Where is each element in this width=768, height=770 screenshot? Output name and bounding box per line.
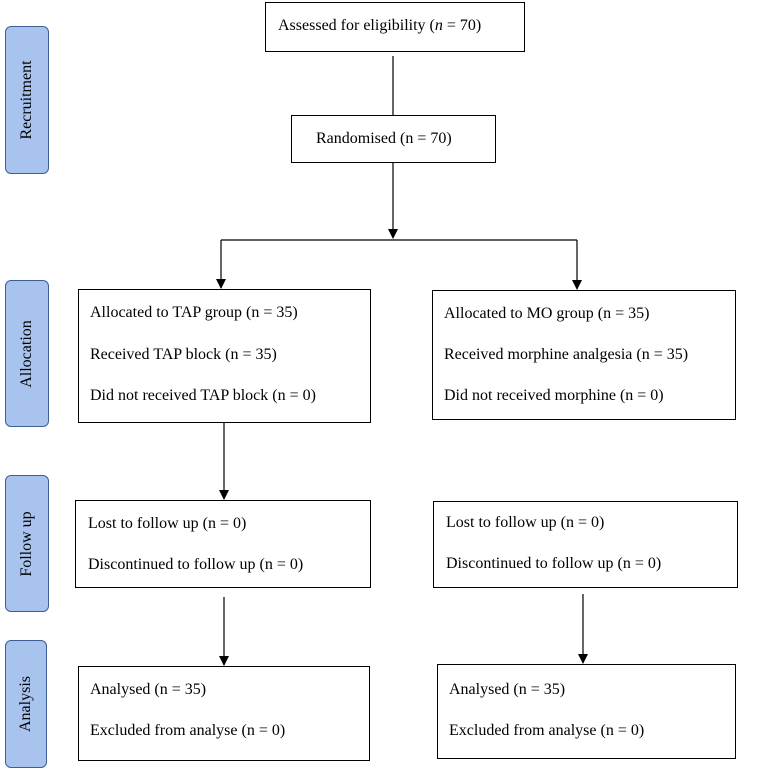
mo-analysis-box: Analysed (n = 35) Excluded from analyse … — [437, 664, 736, 759]
tap-analysis-box: Analysed (n = 35) Excluded from analyse … — [78, 666, 370, 761]
assessed-box: Assessed for eligibility (n = 70) — [265, 2, 525, 52]
assessed-suffix: = 70) — [442, 17, 482, 34]
assessed-prefix: Assessed for eligibility ( — [278, 17, 435, 34]
randomised-box: Randomised (n = 70) — [291, 115, 496, 163]
tap-allocation-line-1: Allocated to TAP group (n = 35) — [90, 304, 298, 321]
mo-allocation-line-3: Did not received morphine (n = 0) — [444, 387, 664, 404]
mo-analysis-line-2: Excluded from analyse (n = 0) — [449, 722, 645, 739]
stage-allocation: Allocation — [5, 280, 49, 427]
tap-followup-line-1: Lost to follow up (n = 0) — [88, 515, 247, 532]
tap-allocation-line-3: Did not received TAP block (n = 0) — [90, 387, 316, 404]
assessed-text: Assessed for eligibility (n = 70) — [278, 17, 481, 35]
stage-follow-up: Follow up — [5, 475, 49, 612]
mo-allocation-box: Allocated to MO group (n = 35) Received … — [432, 290, 736, 420]
mo-followup-box: Lost to follow up (n = 0) Discontinued t… — [433, 501, 738, 588]
mo-analysis-line-1: Analysed (n = 35) — [449, 681, 566, 698]
tap-followup-box: Lost to follow up (n = 0) Discontinued t… — [75, 500, 371, 588]
stage-recruitment: Recruitment — [5, 26, 49, 174]
tap-analysis-line-1: Analysed (n = 35) — [90, 681, 207, 698]
mo-followup-line-1: Lost to follow up (n = 0) — [446, 514, 605, 531]
randomised-text: Randomised (n = 70) — [316, 130, 452, 147]
mo-followup-line-2: Discontinued to follow up (n = 0) — [446, 555, 662, 572]
mo-allocation-line-1: Allocated to MO group (n = 35) — [444, 305, 650, 322]
tap-analysis-line-2: Excluded from analyse (n = 0) — [90, 722, 286, 739]
tap-allocation-box: Allocated to TAP group (n = 35) Received… — [78, 289, 371, 423]
stage-analysis: Analysis — [5, 640, 47, 768]
assessed-n-symbol: n — [434, 17, 443, 34]
tap-allocation-line-2: Received TAP block (n = 35) — [90, 346, 277, 363]
tap-followup-line-2: Discontinued to follow up (n = 0) — [88, 556, 304, 573]
mo-allocation-line-2: Received morphine analgesia (n = 35) — [444, 346, 689, 363]
